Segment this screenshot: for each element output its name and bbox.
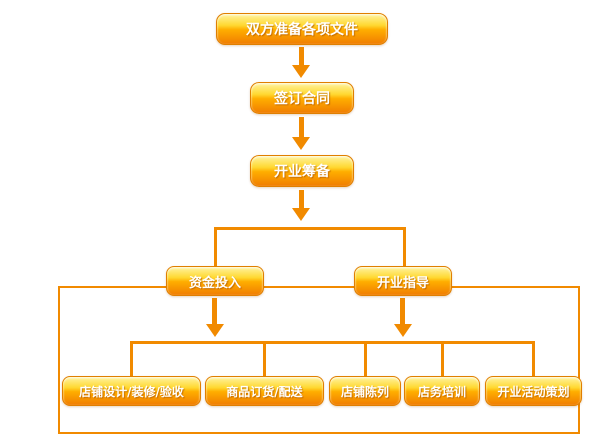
flow-arrow-5-head [394,324,412,337]
group-outline-rectangle [58,286,580,434]
drop-to-store-display [364,341,367,376]
node-sign-contract: 签订合同 [250,82,354,114]
node-opening-activity-planning: 开业活动策划 [485,376,582,406]
drop-to-goods-ordering [263,341,266,376]
node-goods-ordering-delivery: 商品订货/配送 [205,376,324,406]
node-opening-guidance: 开业指导 [354,266,452,296]
node-store-training: 店务培训 [404,376,480,406]
flow-arrow-4-head [206,324,224,337]
split-right-drop [403,227,406,268]
drop-to-opening-activity [532,341,535,376]
flow-arrow-3-head [292,208,310,221]
node-store-display: 店铺陈列 [329,376,401,406]
flow-arrow-2-shaft [299,117,304,139]
flow-arrow-1-head [292,65,310,78]
flow-arrow-3-shaft [299,190,304,210]
flow-arrow-2-head [292,137,310,150]
node-capital-investment: 资金投入 [166,266,264,296]
drop-to-store-training [441,341,444,376]
flow-arrow-4-shaft [212,298,217,326]
node-opening-preparation: 开业筹备 [250,155,354,187]
flow-arrow-5-shaft [400,298,405,326]
drop-to-store-design [130,341,133,376]
distribution-horizontal-connector [130,341,535,344]
node-prepare-documents: 双方准备各项文件 [216,13,388,45]
split-horizontal-connector [214,227,406,230]
node-store-design-decoration-acceptance: 店铺设计/装修/验收 [62,376,201,406]
split-left-drop [214,227,217,268]
flow-arrow-1-shaft [299,47,304,67]
